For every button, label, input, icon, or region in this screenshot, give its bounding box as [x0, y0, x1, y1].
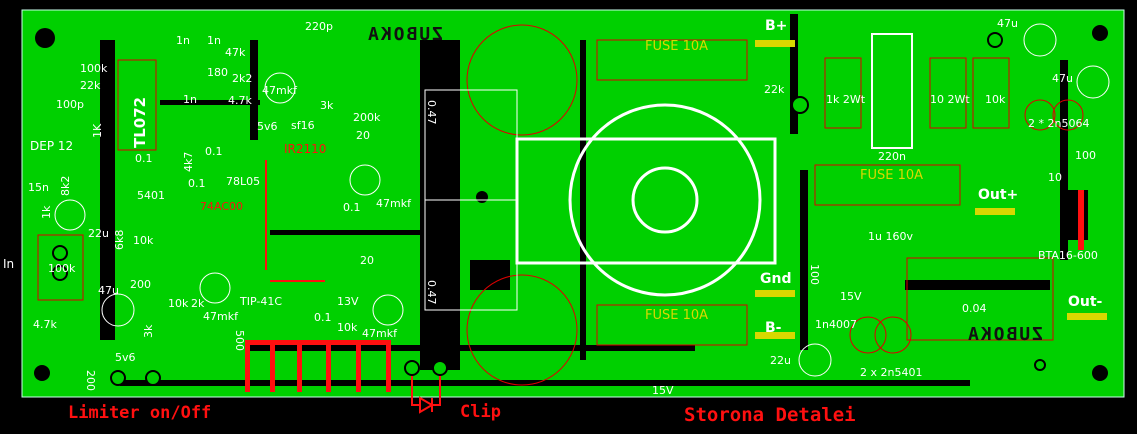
fuse-labels: FUSE 10A FUSE 10A FUSE 10A: [645, 39, 923, 323]
label: 0.04: [962, 302, 987, 315]
label: 1K: [91, 123, 104, 138]
label: 2 * 2n5064: [1028, 117, 1089, 130]
mounting-holes: [29, 19, 1114, 387]
label: 220p: [305, 20, 333, 33]
label: 200: [130, 278, 151, 291]
ir2110-label: IR2110: [284, 142, 326, 156]
label: 22u: [88, 227, 109, 240]
label: 47u: [997, 17, 1018, 30]
label: 0.1: [205, 145, 223, 158]
label: 500: [233, 330, 246, 351]
label: 47mkf: [362, 327, 398, 340]
clip-diode-icon: [411, 370, 441, 414]
label: 100: [1075, 149, 1096, 162]
label: 1n: [176, 34, 190, 47]
label: 0.1: [135, 152, 153, 165]
label: 15V: [652, 384, 674, 397]
label: 20: [356, 129, 370, 142]
fuse-label: FUSE 10A: [645, 308, 708, 323]
label: 47mkf: [262, 84, 298, 97]
label: 1n: [183, 93, 197, 106]
limiter-label: Limiter on/Off: [68, 403, 211, 423]
terminal-label-out-plus: Out+: [978, 187, 1018, 203]
label: 10k: [133, 234, 154, 247]
label: 3k: [320, 99, 334, 112]
label: 5v6: [115, 351, 136, 364]
label: 100: [808, 264, 821, 285]
label: sf16: [291, 119, 315, 132]
label: 1n4007: [815, 318, 857, 331]
label: 3k: [142, 324, 155, 338]
label: 2 x 2n5401: [860, 366, 922, 379]
label: 200: [84, 370, 97, 391]
label: 78L05: [226, 175, 260, 188]
clip-label: Clip: [460, 402, 501, 422]
label: 0.1: [343, 201, 361, 214]
label: 200k: [353, 111, 381, 124]
label: 1u 160v: [868, 230, 913, 243]
label: 6k8: [113, 230, 126, 250]
label: 8k2: [59, 176, 72, 196]
label: 5v6: [257, 120, 278, 133]
label: 180: [207, 66, 228, 79]
label: 2k: [191, 297, 205, 310]
label: BTA16-600: [1038, 249, 1098, 262]
filter-capacitors: [37, 24, 1084, 386]
terminal-label-b-minus: B-: [765, 320, 782, 336]
label: 4.7k: [33, 318, 57, 331]
fuse-label: FUSE 10A: [860, 168, 923, 183]
label: 47k: [225, 46, 246, 59]
label: 100p: [56, 98, 84, 111]
fuse-label: FUSE 10A: [645, 39, 708, 54]
74ac00-label: 74AC00: [200, 200, 243, 213]
board-outline: [21, 9, 1125, 398]
label: 220n: [878, 150, 906, 163]
label: 47u: [1052, 72, 1073, 85]
label: 4.7k: [228, 94, 252, 107]
label: 100k: [48, 262, 76, 275]
label: 13V: [337, 295, 359, 308]
terminal-label-gnd: Gnd: [760, 271, 791, 287]
silkscreen-labels: 220p 1n 1n 47k 100k 22k 180 2k2 4.7k 47m…: [3, 17, 1103, 397]
capacitor-outline: [871, 33, 913, 149]
limiter-bars: [245, 160, 1084, 392]
label: 1k: [40, 205, 53, 219]
label: 5401: [137, 189, 165, 202]
label: 0.1: [314, 311, 332, 324]
label: 15n: [28, 181, 49, 194]
label: 10k: [337, 321, 358, 334]
label: 1k 2Wt: [826, 93, 866, 106]
input-label: In: [3, 257, 14, 271]
label: 47u: [98, 284, 119, 297]
label: 15V: [840, 290, 862, 303]
label: 47mkf: [203, 310, 239, 323]
side-label: Storona Detalei: [684, 404, 856, 426]
label: 22k: [80, 79, 101, 92]
label: 10k: [168, 297, 189, 310]
label: 10 2Wt: [930, 93, 970, 106]
logo-mirrored: ZUBOKA: [366, 24, 443, 45]
label: 1n: [207, 34, 221, 47]
label: 22k: [764, 83, 785, 96]
label: 22u: [770, 354, 791, 367]
label: TIP-41C: [239, 295, 282, 308]
label: 0.47: [425, 280, 438, 305]
label: 4k7: [182, 152, 195, 172]
component-pads: [52, 32, 1046, 386]
logo-mirrored: ZUBOKA: [966, 324, 1043, 345]
label: 0.47: [425, 100, 438, 125]
label: DEP 12: [30, 139, 73, 153]
label: 10k: [985, 93, 1006, 106]
label: 0.1: [188, 177, 206, 190]
ic-label: TL072: [131, 97, 149, 148]
label: 20: [360, 254, 374, 267]
terminal-label-b-plus: B+: [765, 18, 787, 34]
label: 100k: [80, 62, 108, 75]
label: 2k2: [232, 72, 252, 85]
terminal-pads[interactable]: [755, 40, 1107, 339]
label: 10: [1048, 171, 1062, 184]
label: 47mkf: [376, 197, 412, 210]
terminal-label-out-minus: Out-: [1068, 294, 1103, 310]
output-transistors: [54, 23, 1110, 377]
